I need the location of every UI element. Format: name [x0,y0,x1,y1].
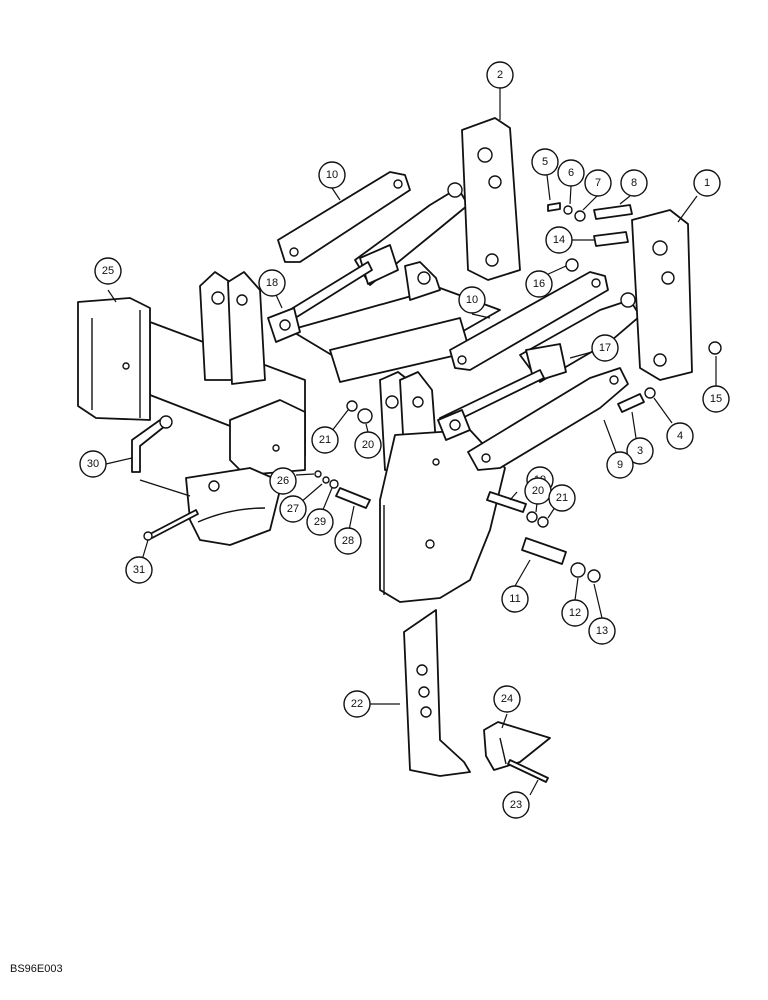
callout-27: 27 [279,495,307,523]
callout-8: 8 [620,169,648,197]
callout-15: 15 [702,385,730,413]
bracket-2 [461,117,521,281]
svg-text:31: 31 [133,564,145,576]
callout-12: 12 [561,599,589,627]
svg-text:27: 27 [287,503,299,515]
bracket-1 [631,209,693,381]
callout-24: 24 [493,685,521,713]
svg-text:11: 11 [509,593,520,605]
svg-text:10: 10 [326,169,338,181]
callout-10-lower: 10 [458,286,486,314]
svg-text:1: 1 [704,177,710,189]
svg-text:21: 21 [319,434,331,446]
callout-30: 30 [79,450,107,478]
svg-text:10: 10 [466,294,478,306]
callout-9: 9 [606,451,634,479]
callout-4: 4 [666,422,694,450]
callout-29: 29 [306,508,334,536]
hardware [131,202,722,583]
svg-text:4: 4 [677,430,683,442]
svg-text:5: 5 [542,156,548,168]
callout-17: 17 [591,334,619,362]
center-cross-member [289,261,501,383]
svg-text:20: 20 [362,439,374,451]
svg-text:24: 24 [501,693,513,705]
svg-text:17: 17 [599,342,611,354]
svg-text:28: 28 [342,535,354,547]
callout-21-right: 21 [548,484,576,512]
svg-text:2: 2 [497,69,503,81]
cylinder-18 [267,182,469,343]
svg-text:22: 22 [351,698,363,710]
callout-5: 5 [531,148,559,176]
svg-text:20: 20 [532,485,544,497]
callout-14: 14 [545,226,573,254]
callout-28: 28 [334,527,362,555]
svg-text:25: 25 [102,265,114,277]
svg-text:21: 21 [556,492,568,504]
callout-20-right: 20 [524,477,552,505]
frame-tube-assembly [77,271,306,476]
svg-text:30: 30 [87,458,99,470]
drawing-code: BS96E003 [10,963,63,975]
svg-text:14: 14 [553,234,565,246]
callout-26: 26 [269,467,297,495]
svg-text:15: 15 [710,393,722,405]
svg-text:23: 23 [510,799,522,811]
arm-9 [467,367,629,471]
svg-text:8: 8 [631,177,637,189]
link-10-left [277,171,411,263]
svg-text:7: 7 [595,177,601,189]
svg-text:29: 29 [314,516,326,528]
callout-1: 1 [693,169,721,197]
svg-text:16: 16 [533,278,545,290]
svg-text:3: 3 [637,445,643,457]
callout-20-left: 20 [354,431,382,459]
callout-6: 6 [557,159,585,187]
svg-text:13: 13 [596,625,608,637]
callout-7: 7 [584,169,612,197]
svg-text:26: 26 [277,475,289,487]
callout-10-upper: 10 [318,161,346,189]
tooth-24 [483,721,551,783]
callout-2: 2 [486,61,514,89]
callout-21-left: 21 [311,426,339,454]
svg-text:9: 9 [617,459,623,471]
right-frame-assembly [379,371,506,603]
callout-3: 3 [626,437,654,465]
svg-text:18: 18 [266,277,278,289]
callout-23: 23 [502,791,530,819]
cylinder-17 [437,292,641,441]
svg-text:6: 6 [568,167,574,179]
callout-13: 13 [588,617,616,645]
link-10-right [449,271,609,371]
callout-16: 16 [525,270,553,298]
callout-25: 25 [94,257,122,285]
callout-11: 11 [501,585,529,613]
shank-22 [403,609,471,777]
callout-18: 18 [258,269,286,297]
callout-22: 22 [343,690,371,718]
svg-text:12: 12 [569,607,581,619]
callouts: 1 2 3 4 5 6 7 8 9 10 10 11 12 13 14 15 1… [79,61,730,819]
callout-31: 31 [125,556,153,584]
